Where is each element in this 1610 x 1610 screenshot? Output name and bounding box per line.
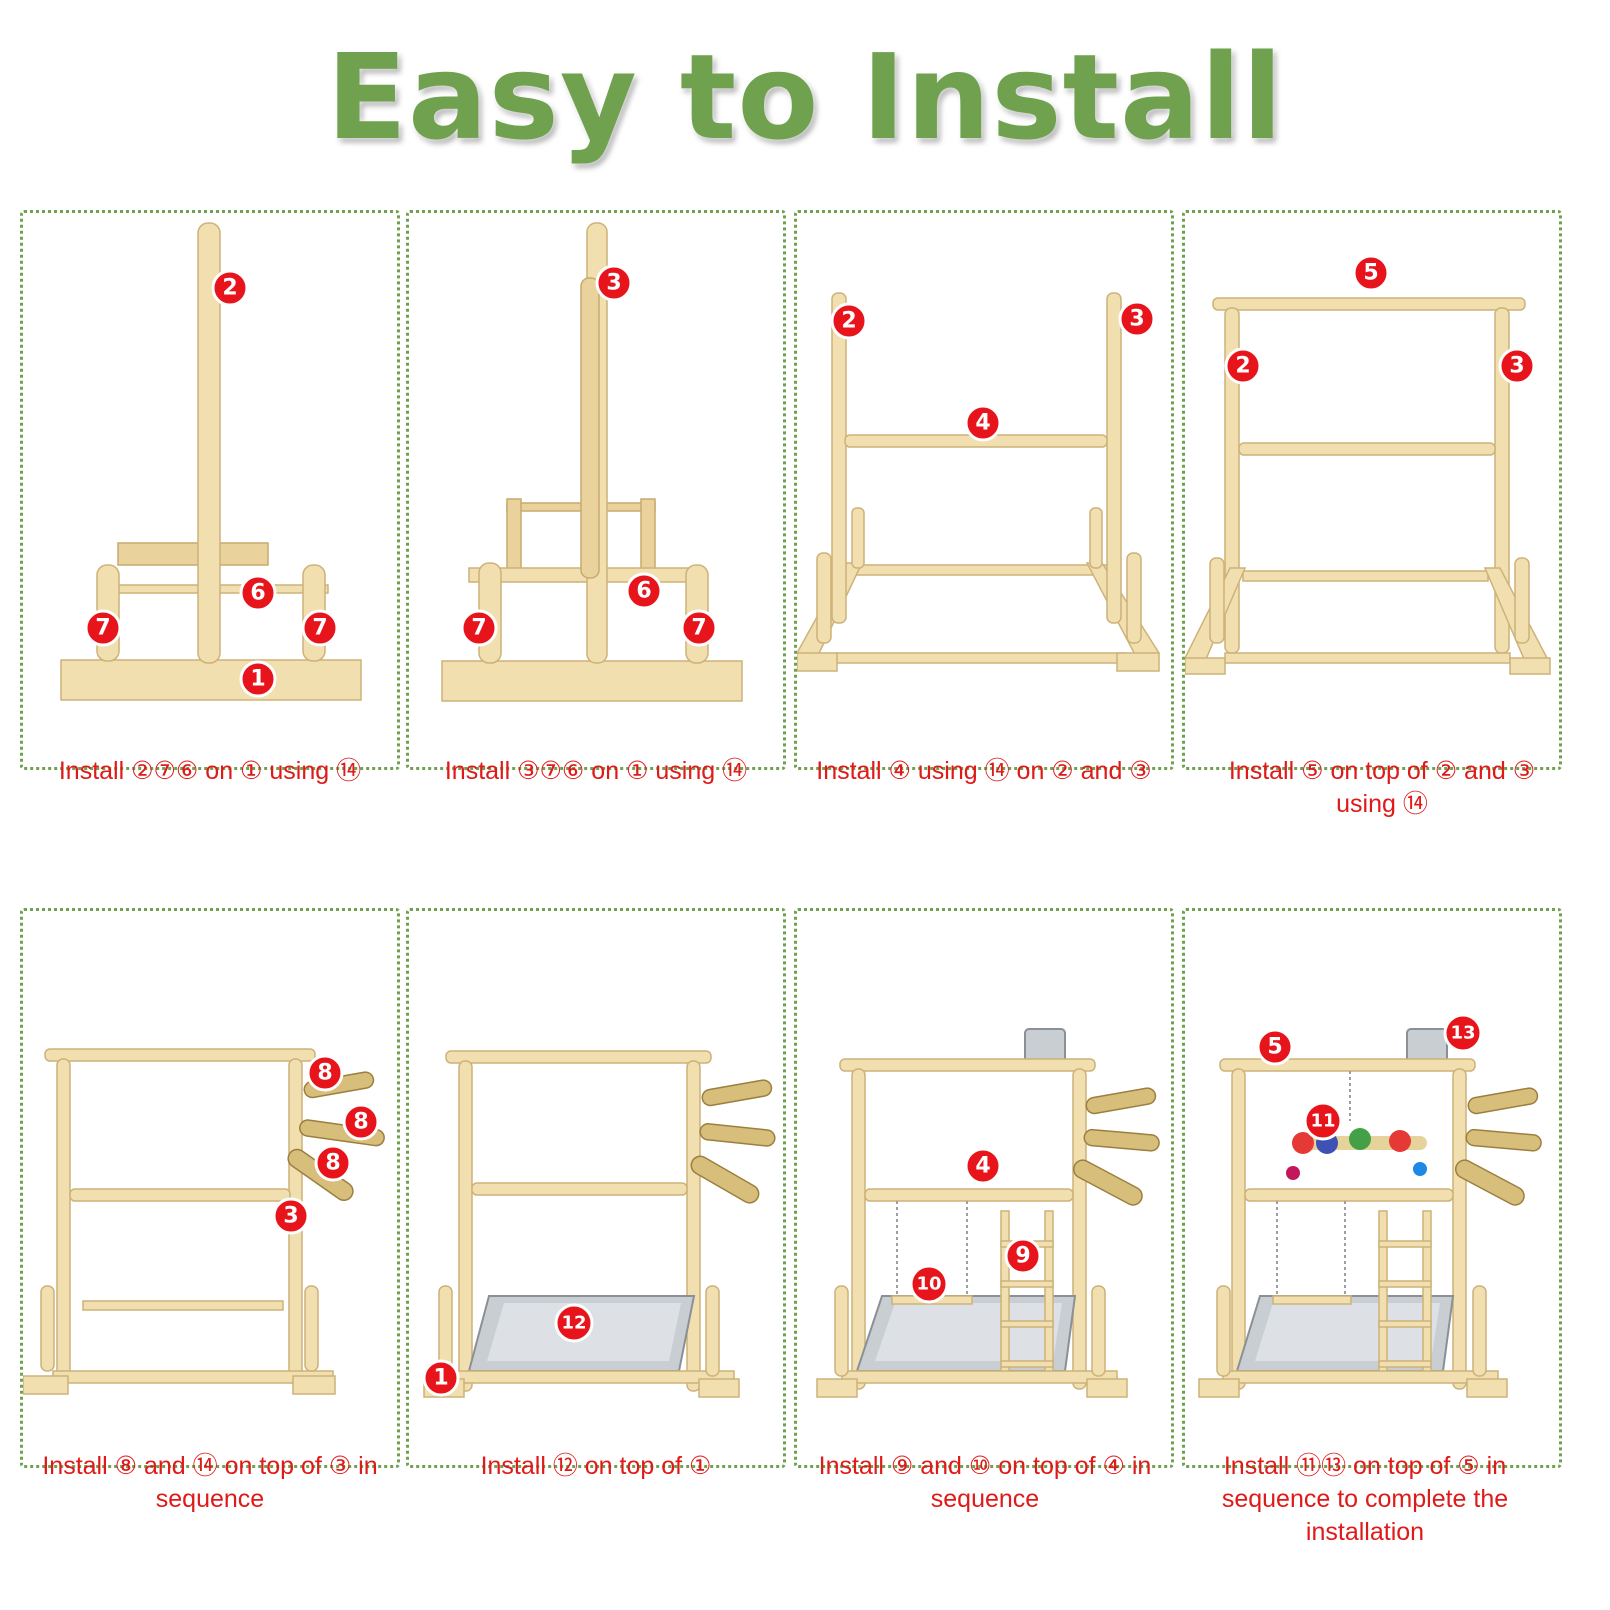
- svg-text:5: 5: [1363, 261, 1378, 286]
- badge-8-top: 8: [306, 1054, 344, 1092]
- badge-1: 1: [239, 660, 277, 698]
- step-2-panel: 3 6 7 7: [406, 210, 786, 770]
- badge-11: 11: [1303, 1101, 1343, 1141]
- step-5-panel: 8 8 8 3: [20, 908, 400, 1468]
- badge-7-left: 7: [84, 609, 122, 647]
- badge-2: 2: [830, 302, 868, 340]
- step-2-caption: Install ③⑦⑥ on ① using ⑭: [444, 757, 748, 785]
- step-8-panel: 5 13 11: [1182, 908, 1562, 1468]
- badge-2: 2: [211, 269, 249, 307]
- badge-5: 5: [1256, 1028, 1294, 1066]
- svg-text:2: 2: [1235, 354, 1250, 379]
- svg-text:3: 3: [283, 1204, 298, 1229]
- svg-text:6: 6: [250, 581, 265, 606]
- step-8-caption: Install ⑪⑬ on top of ⑤ in sequence to co…: [1221, 1452, 1509, 1546]
- badge-3: 3: [1118, 300, 1156, 338]
- badge-7-right: 7: [301, 609, 339, 647]
- svg-text:3: 3: [1509, 354, 1524, 379]
- svg-text:6: 6: [636, 579, 651, 604]
- step-4-panel: 5 2 3: [1182, 210, 1562, 770]
- step-3-panel: 2 3 4: [794, 210, 1174, 770]
- step-3-caption: Install ④ using ⑭ on ② and ③: [816, 757, 1152, 785]
- svg-text:13: 13: [1450, 1023, 1475, 1044]
- badge-7-left: 7: [460, 609, 498, 647]
- badge-13: 13: [1443, 1013, 1483, 1053]
- badge-9: 9: [1004, 1237, 1042, 1275]
- step-7-panel: 4 9 10: [794, 908, 1174, 1468]
- step-6-illustration: 12 1: [422, 1050, 776, 1398]
- badge-1: 1: [422, 1359, 460, 1397]
- badge-6: 6: [239, 574, 277, 612]
- svg-text:2: 2: [841, 309, 856, 334]
- badge-4: 4: [964, 1147, 1002, 1185]
- svg-text:10: 10: [916, 1274, 941, 1295]
- badge-5: 5: [1352, 254, 1390, 292]
- badge-6: 6: [625, 572, 663, 610]
- svg-text:7: 7: [471, 616, 486, 641]
- step-3-illustration: 2 3 4: [797, 292, 1160, 672]
- svg-text:3: 3: [606, 271, 621, 296]
- step-2-illustration: 3 6 7 7: [441, 222, 743, 702]
- step-6-caption: Install ⑫ on top of ①: [480, 1452, 712, 1480]
- badge-12: 12: [554, 1303, 594, 1343]
- page-title: Easy to Install: [326, 28, 1284, 166]
- svg-text:4: 4: [975, 1154, 990, 1179]
- badge-4: 4: [964, 404, 1002, 442]
- badge-8-bottom: 8: [314, 1144, 352, 1182]
- badge-10: 10: [909, 1264, 949, 1304]
- step-7-caption: Install ⑨ and ⑩ on top of ④ in sequence: [818, 1452, 1152, 1513]
- svg-text:1: 1: [250, 667, 265, 692]
- badge-2: 2: [1224, 347, 1262, 385]
- svg-text:8: 8: [325, 1151, 340, 1176]
- badge-3: 3: [272, 1197, 310, 1235]
- step-5-illustration: 8 8 8 3: [23, 1048, 385, 1395]
- step-8-illustration: 5 13 11: [1198, 1013, 1542, 1398]
- svg-text:12: 12: [561, 1313, 586, 1334]
- badge-3: 3: [1498, 347, 1536, 385]
- svg-text:3: 3: [1129, 307, 1144, 332]
- svg-text:5: 5: [1267, 1035, 1282, 1060]
- badge-3: 3: [595, 264, 633, 302]
- svg-text:4: 4: [975, 411, 990, 436]
- step-1-illustration: 2 6 7 7 1: [60, 222, 362, 701]
- badge-7-right: 7: [680, 609, 718, 647]
- step-7-illustration: 4 9 10: [816, 1028, 1160, 1398]
- svg-text:11: 11: [1310, 1111, 1335, 1132]
- svg-text:7: 7: [691, 616, 706, 641]
- step-4-illustration: 5 2 3: [1185, 254, 1551, 675]
- svg-text:8: 8: [353, 1110, 368, 1135]
- step-1-panel: 2 6 7 7 1: [20, 210, 400, 770]
- step-1-caption: Install ②⑦⑥ on ① using ⑭: [58, 757, 362, 785]
- svg-text:2: 2: [222, 276, 237, 301]
- svg-text:1: 1: [433, 1366, 448, 1391]
- step-5-caption: Install ⑧ and ⑭ on top of ③ in sequence: [42, 1452, 378, 1513]
- svg-text:9: 9: [1015, 1244, 1030, 1269]
- step-6-panel: 12 1: [406, 908, 786, 1468]
- svg-text:7: 7: [95, 616, 110, 641]
- svg-text:7: 7: [312, 616, 327, 641]
- step-4-caption: Install ⑤ on top of ② and ③ using ⑭: [1228, 757, 1536, 818]
- svg-text:8: 8: [317, 1061, 332, 1086]
- badge-8-middle: 8: [342, 1103, 380, 1141]
